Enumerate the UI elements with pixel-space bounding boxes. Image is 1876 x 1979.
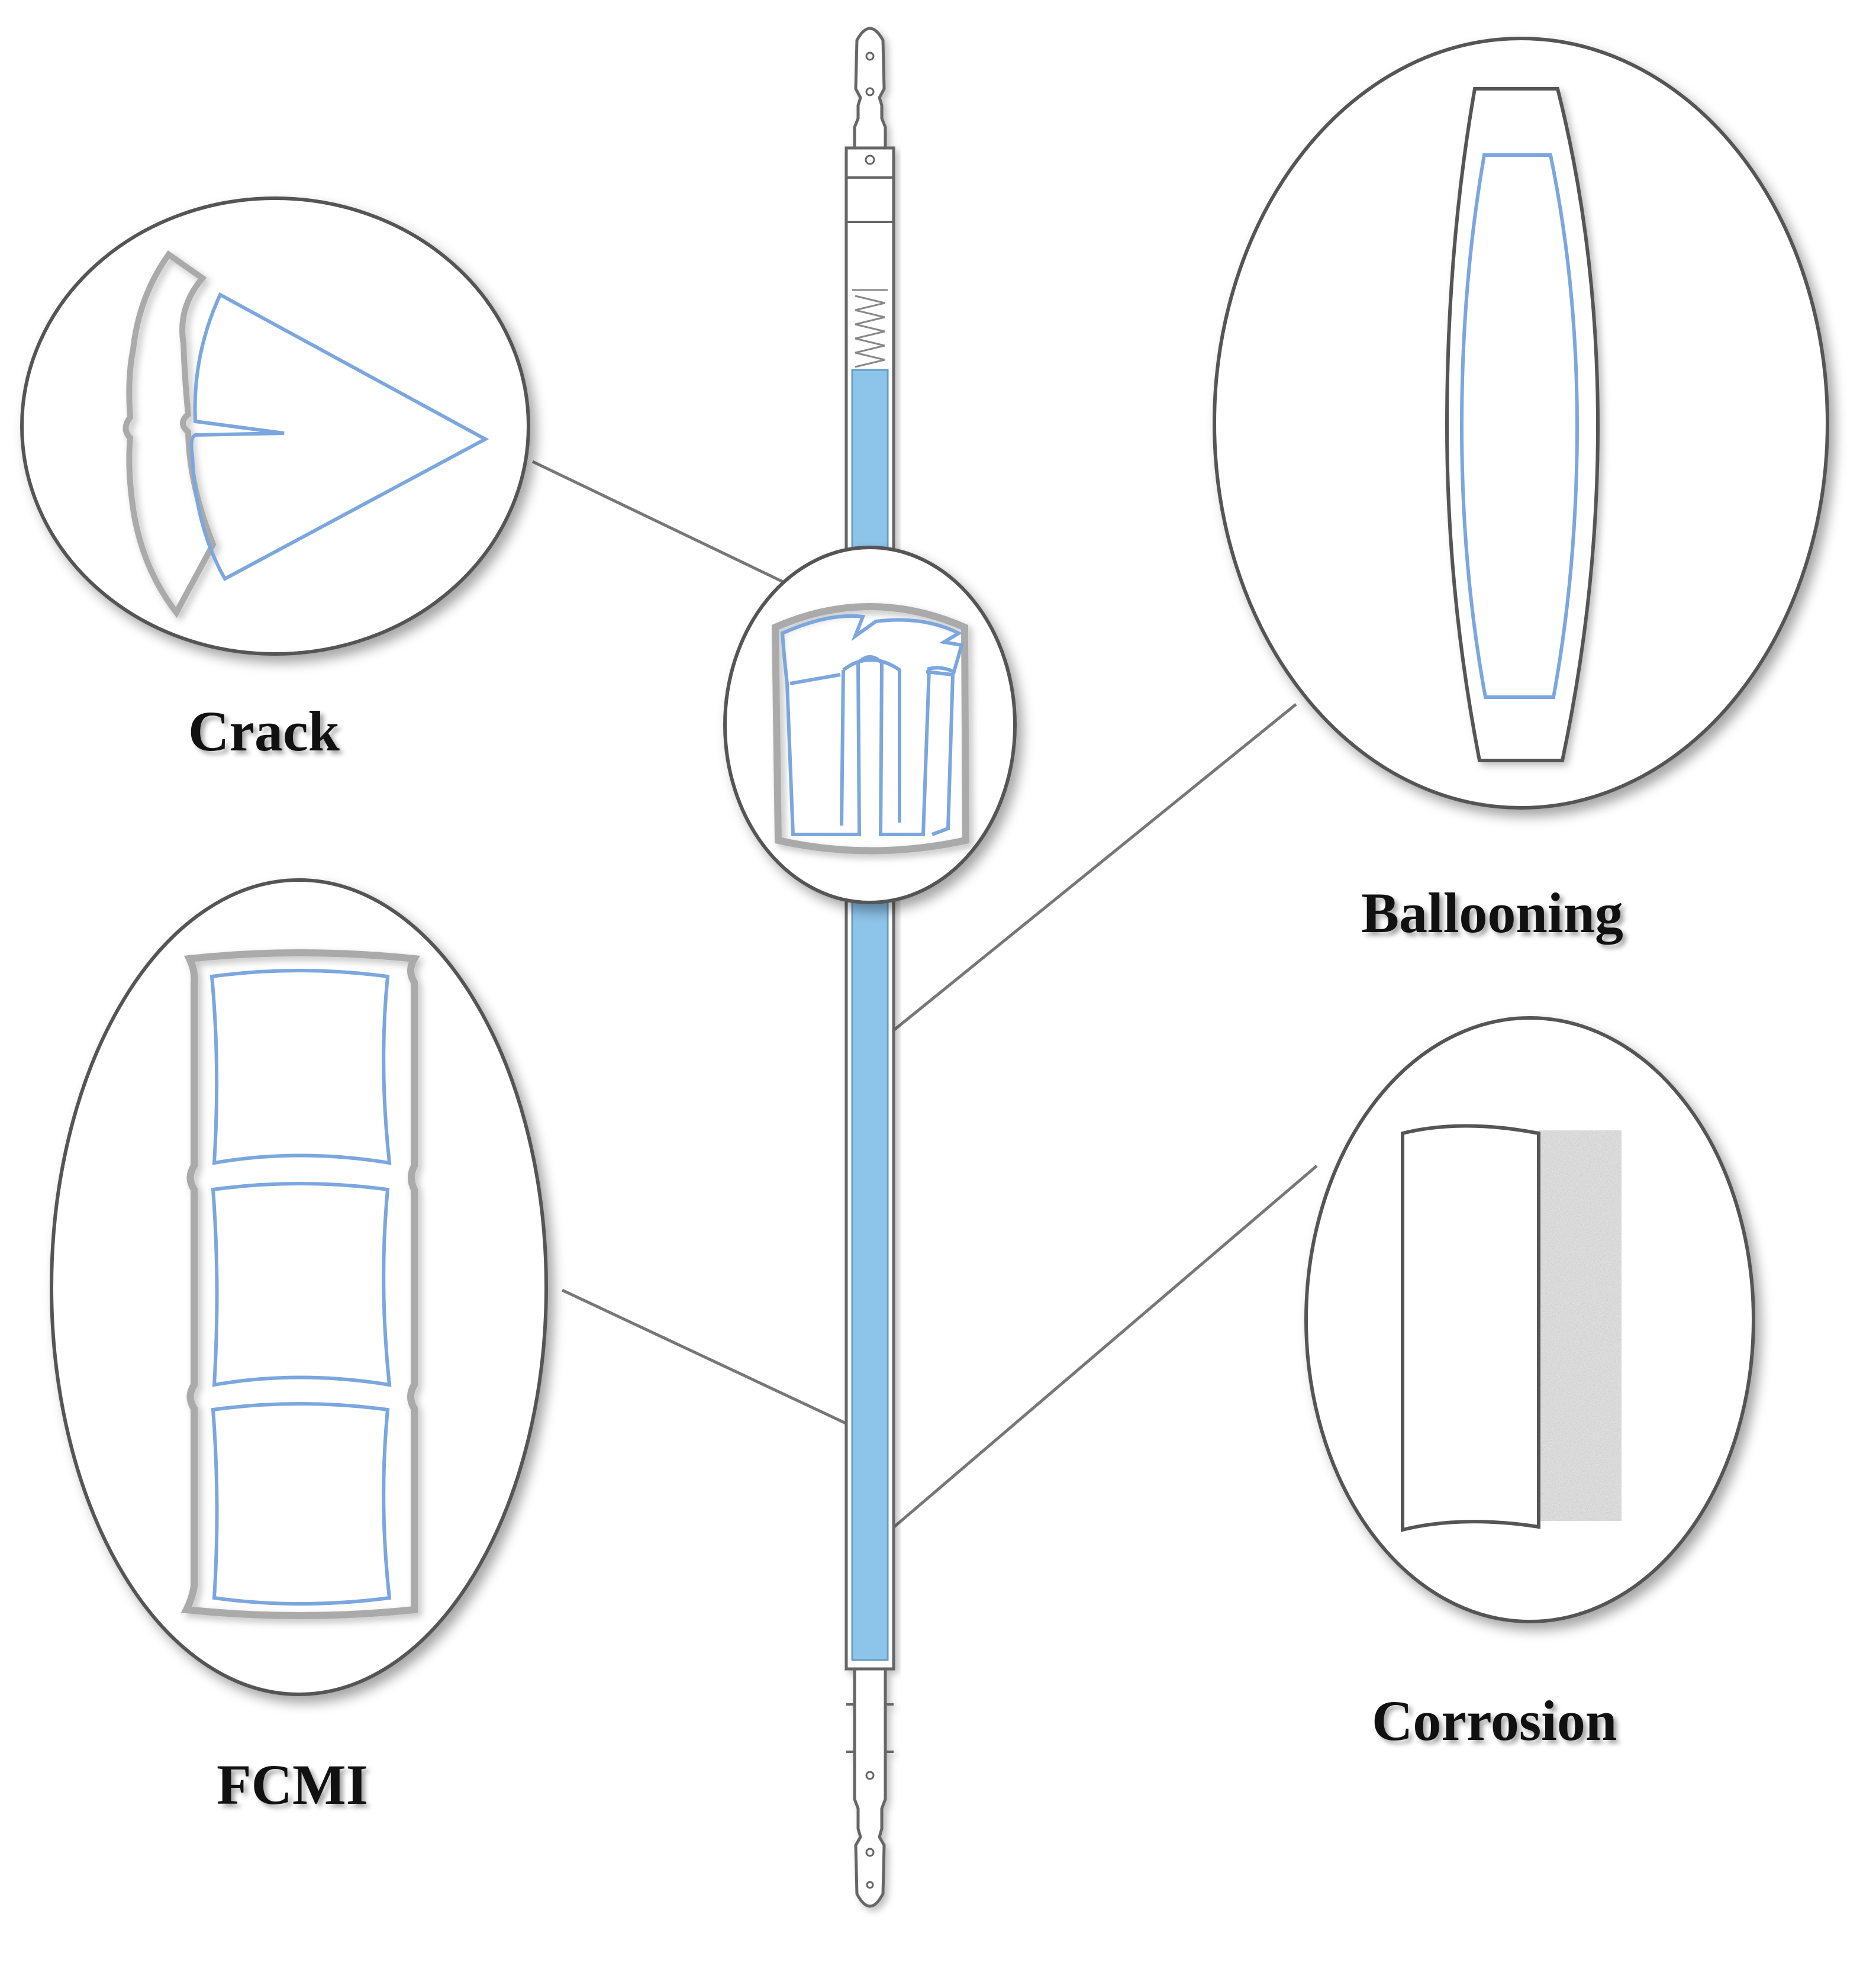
rod-bottom-plug xyxy=(853,1667,887,1908)
fcmi-pellet-1 xyxy=(209,969,392,1165)
corrosion-magnifier xyxy=(1304,1016,1755,1623)
crack-magnifier xyxy=(20,196,530,656)
fcmi-pellet-3 xyxy=(211,1402,392,1606)
cladding-strip xyxy=(1401,1124,1540,1532)
leader-corrosion xyxy=(889,1165,1318,1531)
pellet-magnifier xyxy=(723,546,1017,904)
fuel-rod xyxy=(844,27,895,1908)
leader-ballooning xyxy=(889,703,1297,1034)
fcmi-magnifier xyxy=(50,878,548,1696)
crack-pellet xyxy=(189,292,489,582)
leader-lines xyxy=(531,460,1318,1531)
leader-fcmi xyxy=(561,1288,853,1428)
fcmi-pellet-2 xyxy=(211,1182,392,1387)
label-ballooning: Ballooning xyxy=(1361,881,1623,945)
ballooning-magnifier xyxy=(1213,37,1829,810)
label-crack: Crack xyxy=(188,700,340,763)
leader-crack xyxy=(531,460,830,605)
label-corrosion: Corrosion xyxy=(1372,1689,1617,1752)
label-fcmi: FCMI xyxy=(217,1753,368,1816)
balloon-pellet xyxy=(1459,153,1580,699)
plenum-spring xyxy=(852,289,888,368)
